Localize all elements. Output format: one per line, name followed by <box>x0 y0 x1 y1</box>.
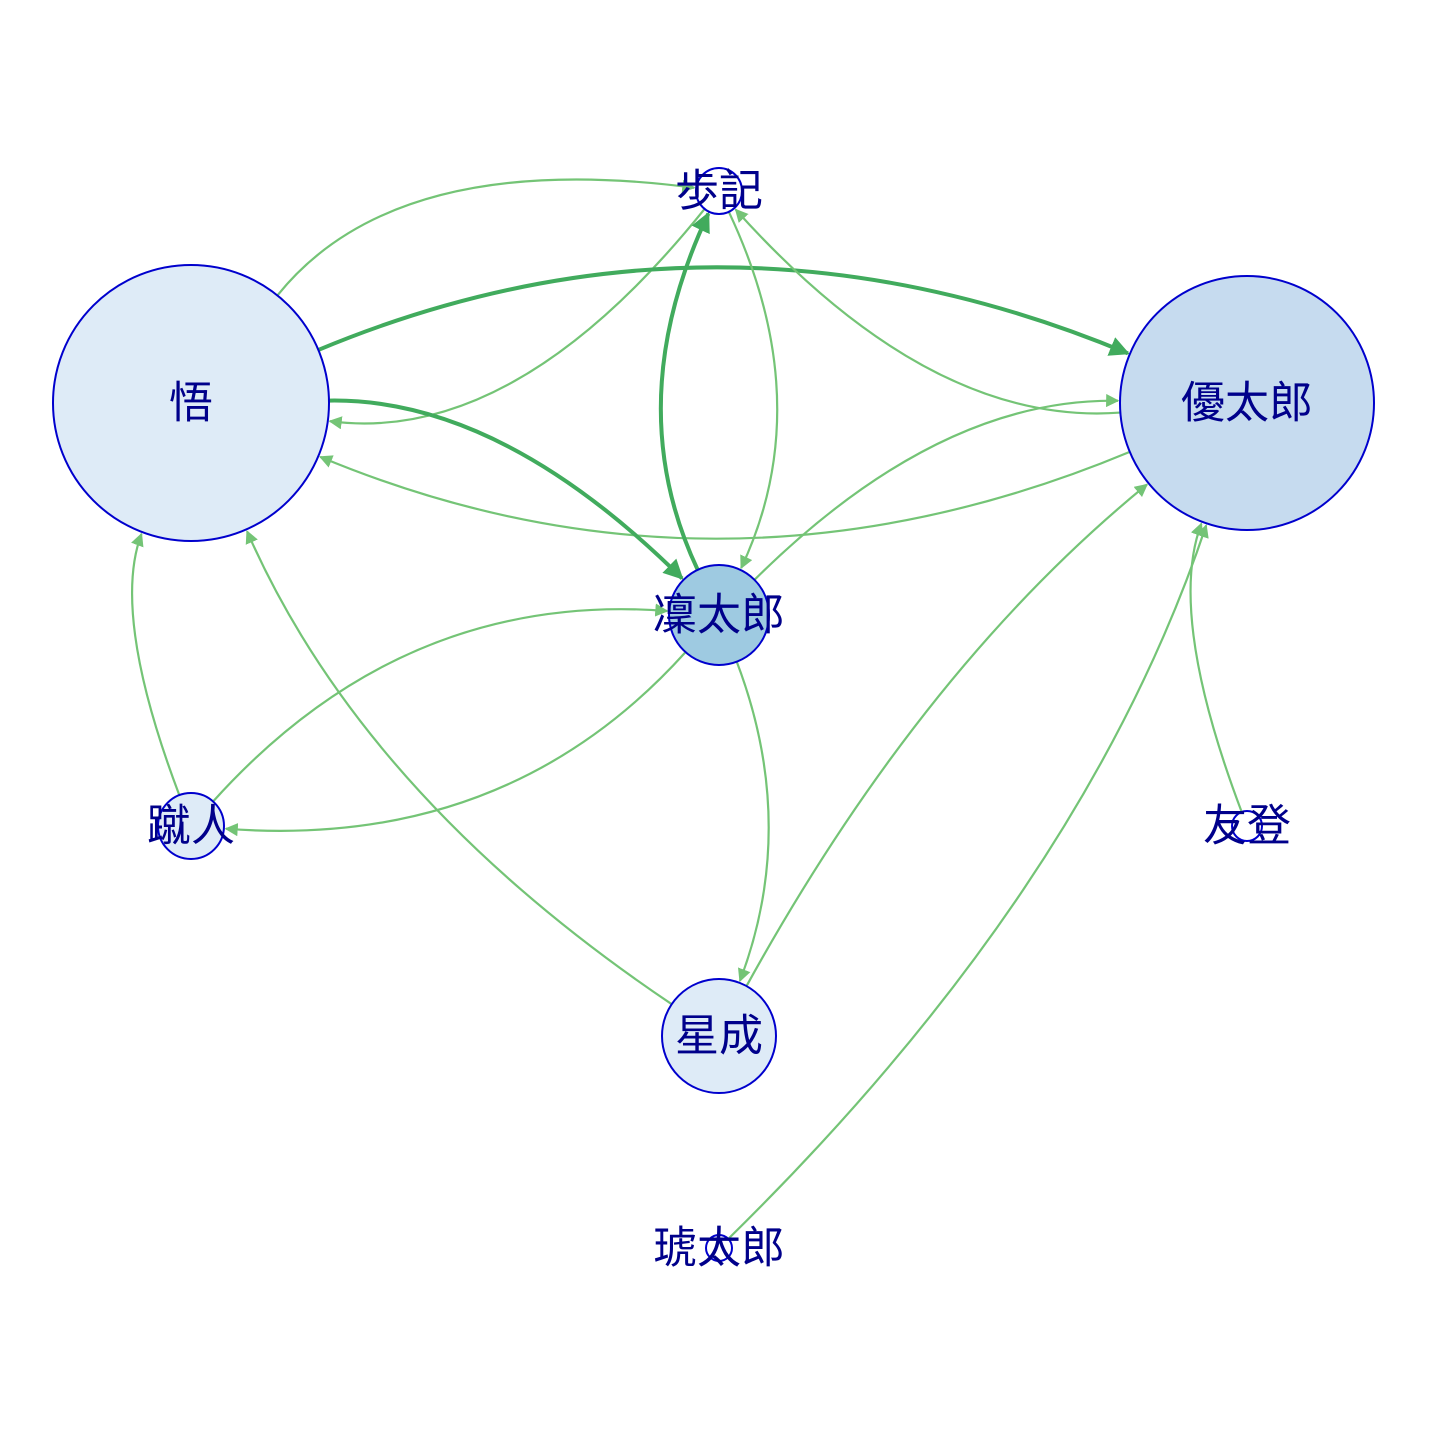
edge-ayumi-to-rintaro <box>727 211 779 570</box>
edge-satoru-to-yutaro <box>317 265 1130 356</box>
node-label-shuto: 蹴人 <box>147 801 235 852</box>
node-label-seina: 星成 <box>675 1011 763 1062</box>
edge-rintaro-to-seina <box>735 661 770 983</box>
edge-shuto-to-rintaro <box>212 603 669 803</box>
node-label-kotaro: 琥太郎 <box>653 1223 785 1274</box>
edge-satoru-to-ayumi <box>276 178 696 297</box>
edge-rintaro-to-ayumi <box>658 211 711 571</box>
node-circle-ayumi[interactable] <box>695 167 743 215</box>
node-label-satoru: 悟 <box>169 378 213 429</box>
edge-yutaro-to-ayumi <box>734 208 1121 415</box>
node-shuto[interactable]: 蹴人 <box>147 792 235 860</box>
node-circle-tomoto[interactable] <box>1231 810 1263 842</box>
node-label-rintaro: 凜太郎 <box>653 590 785 641</box>
edge-rintaro-to-yutaro <box>753 393 1120 581</box>
edge-tomoto-to-yutaro <box>1189 522 1243 813</box>
node-rintaro[interactable]: 凜太郎 <box>653 564 785 666</box>
edge-rintaro-to-shuto <box>224 651 687 837</box>
node-kotaro[interactable]: 琥太郎 <box>653 1223 785 1274</box>
node-label-tomoto: 友登 <box>1203 801 1291 852</box>
node-circle-seina[interactable] <box>661 978 777 1094</box>
node-yutaro[interactable]: 優太郎 <box>1119 275 1375 531</box>
node-circle-yutaro[interactable] <box>1119 275 1375 531</box>
node-label-ayumi: 歩記 <box>675 166 763 217</box>
edge-kotaro-to-yutaro <box>727 524 1209 1240</box>
node-seina[interactable]: 星成 <box>661 978 777 1094</box>
node-label-yutaro: 優太郎 <box>1181 378 1313 429</box>
node-satoru[interactable]: 悟 <box>52 264 330 542</box>
edges-layer <box>130 178 1243 1240</box>
node-circle-kotaro[interactable] <box>705 1234 733 1262</box>
node-ayumi[interactable]: 歩記 <box>675 166 763 217</box>
node-circle-satoru[interactable] <box>52 264 330 542</box>
edge-ayumi-to-satoru <box>328 208 706 430</box>
edge-yutaro-to-satoru <box>319 450 1131 540</box>
node-circle-rintaro[interactable] <box>668 564 770 666</box>
edge-seina-to-yutaro <box>745 483 1149 987</box>
edge-seina-to-satoru <box>245 530 673 1006</box>
edge-satoru-to-rintaro <box>328 398 684 580</box>
node-circle-shuto[interactable] <box>157 792 225 860</box>
node-tomoto[interactable]: 友登 <box>1203 801 1291 852</box>
edge-shuto-to-satoru <box>130 532 181 796</box>
